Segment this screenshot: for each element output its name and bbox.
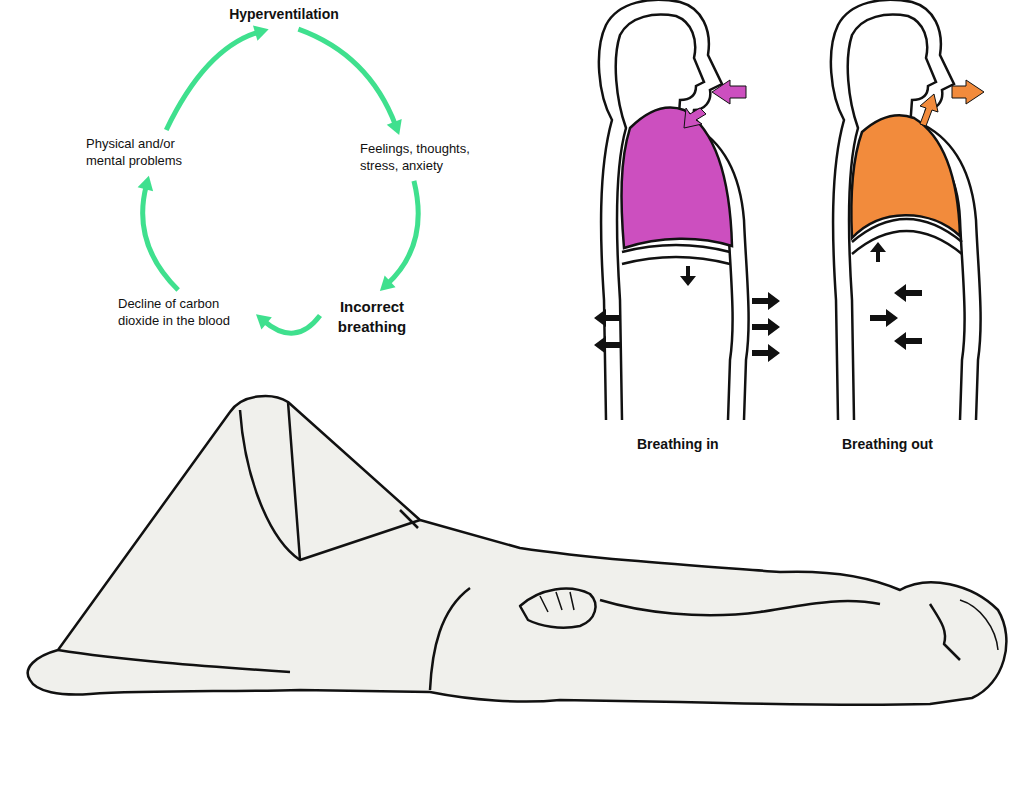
step-text: Hyperventilation — [216, 5, 352, 23]
cycle-step: Physical and/or mental problems — [86, 136, 200, 170]
figure-caption: Breathing in — [637, 436, 719, 452]
lying-figure — [28, 396, 1007, 705]
arrow-head — [256, 314, 272, 329]
movement-arrows — [594, 266, 780, 362]
arrow-line — [166, 32, 259, 130]
arrow-line — [264, 316, 320, 334]
body-outline — [831, 0, 981, 420]
cycle-step: Hyperventilation — [216, 5, 352, 23]
step-text: Incorrect breathing — [326, 297, 418, 336]
arrow-head — [253, 25, 269, 40]
arrow-line — [143, 185, 178, 290]
arm — [600, 600, 880, 615]
face — [930, 604, 960, 660]
diaphragm — [622, 257, 730, 264]
step-text: Decline of carbon dioxide in the blood — [118, 296, 250, 330]
cycle-arrow — [298, 29, 401, 135]
hands — [520, 589, 595, 628]
air-in-arrows — [684, 80, 746, 128]
air-out-arrows — [920, 80, 984, 126]
shorts-line — [430, 588, 470, 690]
figure-caption: Breathing out — [842, 436, 933, 452]
cycle-step: Decline of carbon dioxide in the blood — [118, 296, 250, 330]
body-outline — [599, 0, 749, 420]
hair — [960, 600, 998, 650]
leg-line — [240, 410, 300, 560]
leg-line — [58, 650, 290, 672]
cycle-step: Feelings, thoughts, stress, anxiety — [360, 141, 482, 175]
diaphragm — [622, 245, 730, 252]
diaphragm — [852, 231, 962, 254]
step-text: Feelings, thoughts, stress, anxiety — [360, 141, 482, 175]
arrow-head — [380, 276, 396, 291]
body-outline — [28, 396, 1007, 705]
cycle-arrow — [166, 25, 268, 130]
lungs-inhale — [622, 107, 732, 248]
arrow-head — [138, 176, 153, 192]
figure-breathing-in — [594, 0, 780, 420]
fingers — [540, 592, 574, 612]
leg-line — [288, 402, 420, 560]
arrow-line — [298, 29, 395, 125]
cycle-arrow — [256, 314, 320, 333]
cycle-arrow — [380, 181, 418, 291]
movement-arrows — [870, 242, 922, 350]
figure-breathing-out — [831, 0, 984, 420]
arrow-line — [387, 181, 418, 284]
cycle-arrow — [138, 176, 179, 290]
shorts-line — [400, 510, 418, 528]
step-text: Physical and/or mental problems — [86, 136, 200, 170]
cycle-step: Incorrect breathing — [326, 297, 418, 336]
arrow-head — [387, 119, 402, 135]
